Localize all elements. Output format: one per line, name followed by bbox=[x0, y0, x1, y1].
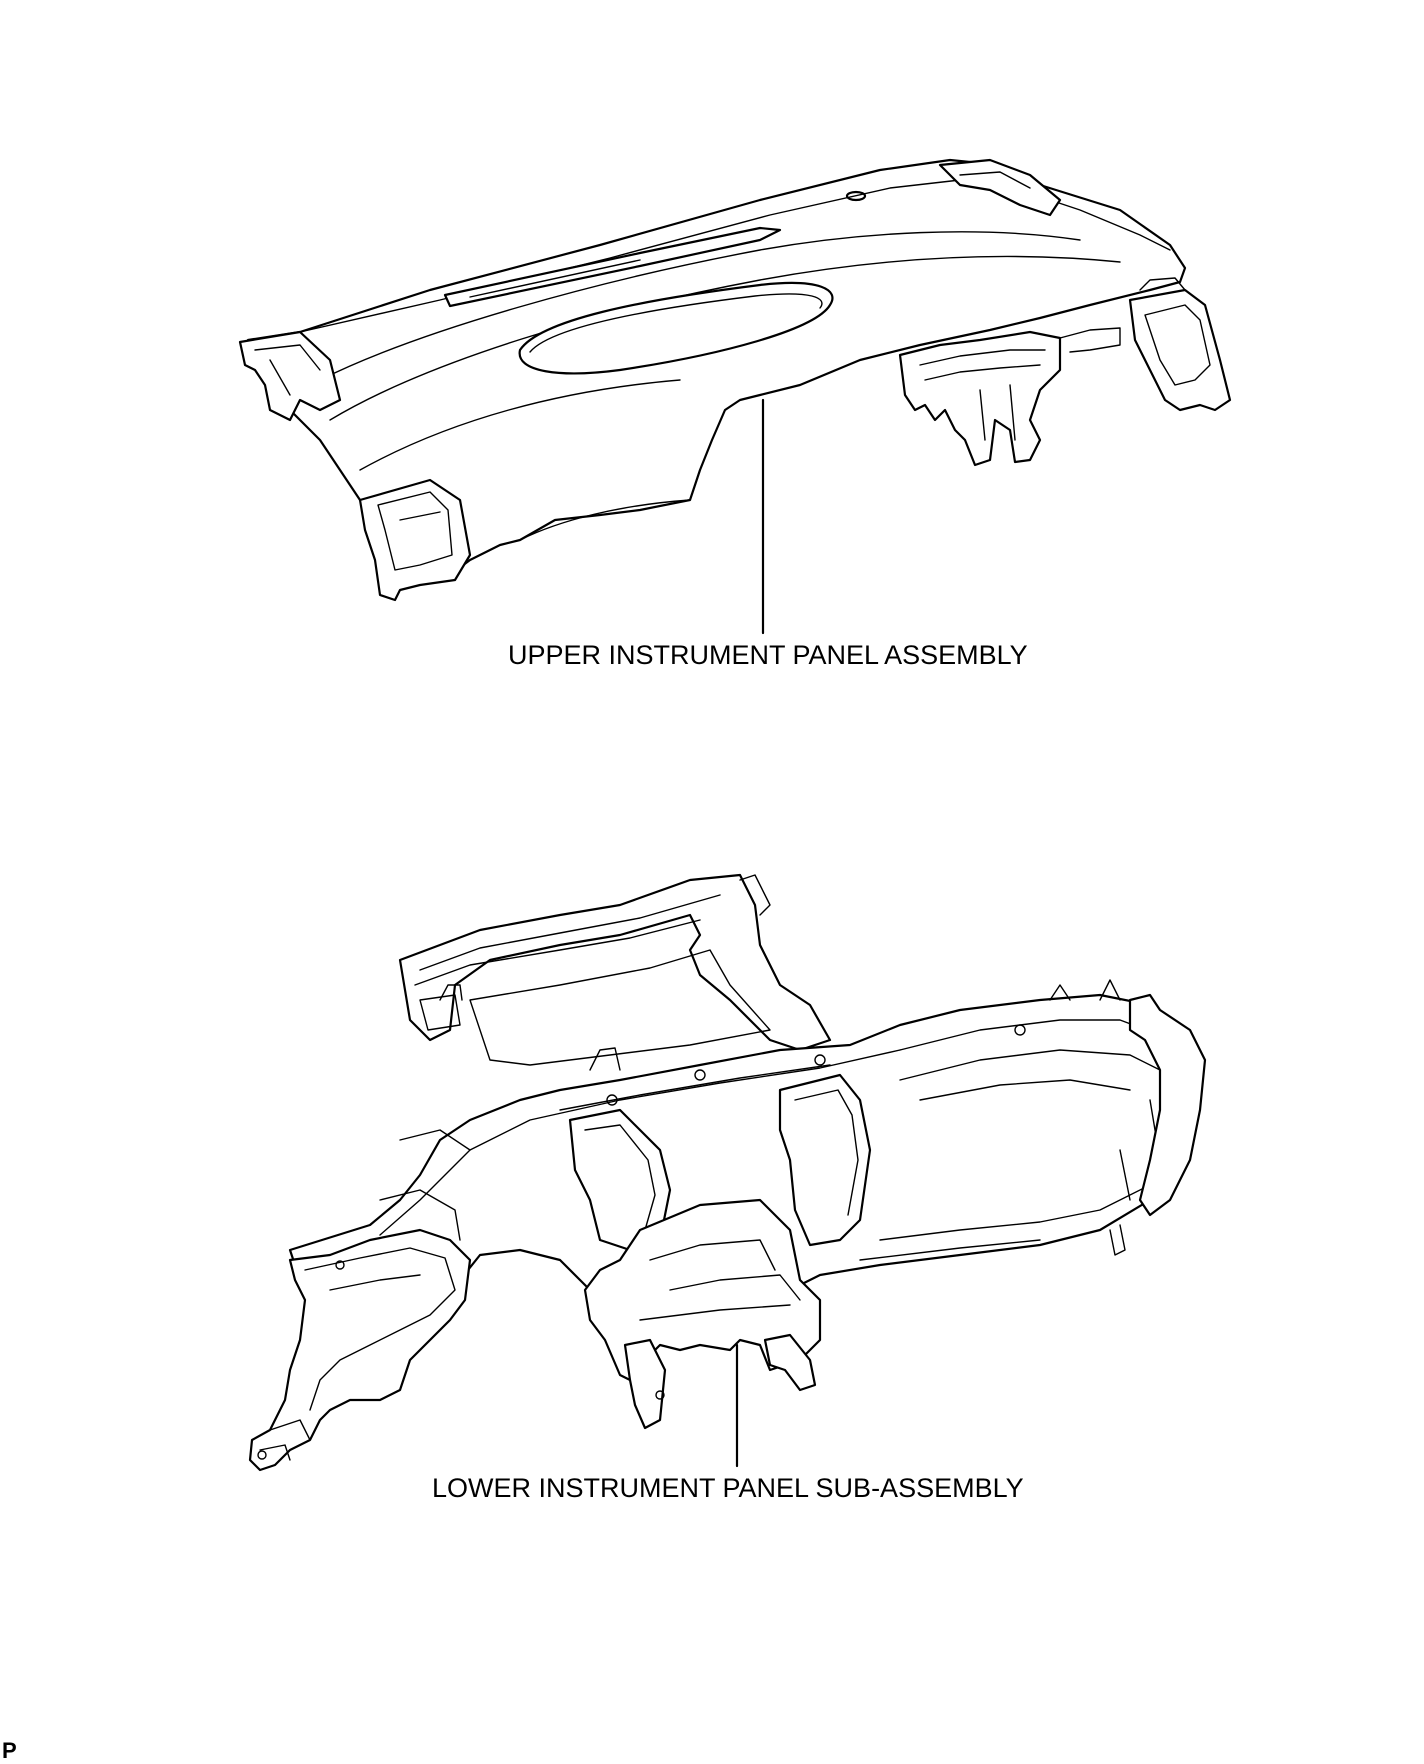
lower-instrument-panel-drawing bbox=[248, 873, 1207, 1472]
corner-code: P bbox=[2, 1738, 17, 1763]
lower-instrument-panel-label: LOWER INSTRUMENT PANEL SUB-ASSEMBLY bbox=[432, 1473, 1024, 1503]
upper-instrument-panel-label: UPPER INSTRUMENT PANEL ASSEMBLY bbox=[508, 640, 1028, 670]
upper-instrument-panel-drawing bbox=[238, 158, 1232, 602]
